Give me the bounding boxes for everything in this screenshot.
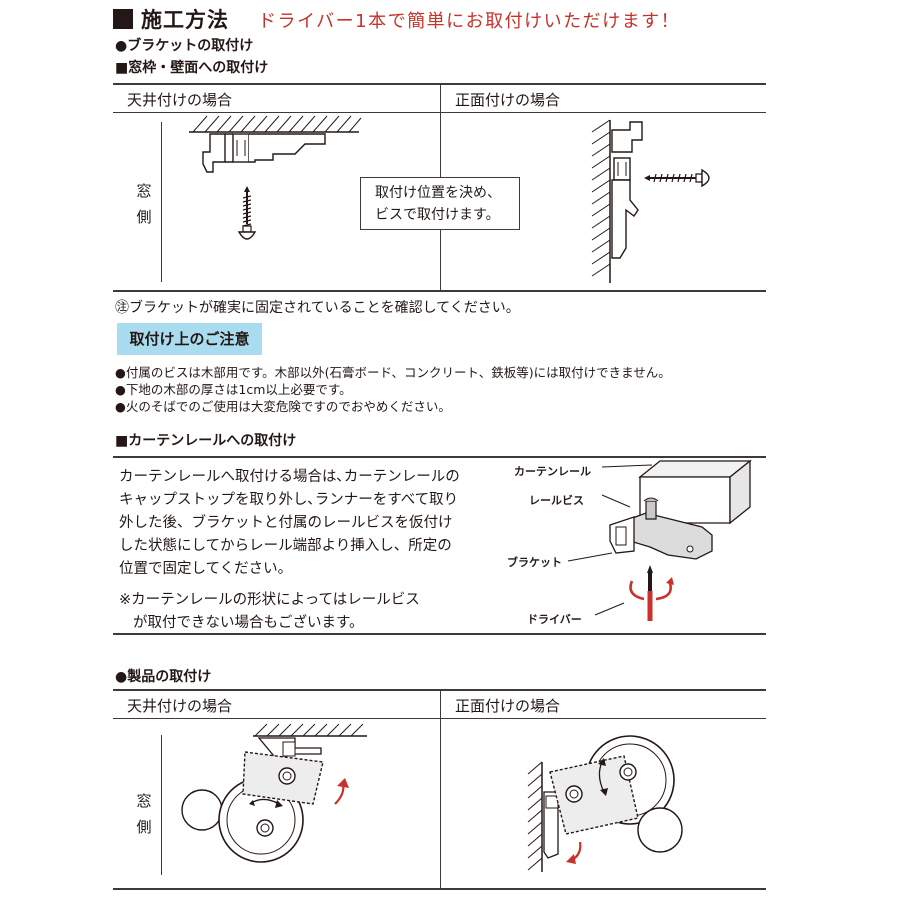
rail-paragraph: カーテンレールへ取付ける場合は､カーテンレールの キャップストップを取り外し､ラ… (119, 469, 460, 577)
table2-top-border (113, 689, 766, 691)
table1-window-side-label: 窓 側 (136, 182, 152, 226)
rail-remark: ※カーテンレールの形状によってはレールビス が取付できない場合もございます。 (119, 592, 420, 631)
product-heading: ●製品の取付け (115, 669, 212, 685)
title-square-icon (113, 9, 133, 29)
bracket-heading: ●ブラケットの取付け (115, 38, 254, 54)
label-rail-screw: レールビス (529, 494, 584, 507)
table1-top-border (113, 83, 766, 85)
rail-bracket-illustration (567, 459, 752, 621)
rail-heading: ■カーテンレールへの取付け (115, 433, 297, 449)
install-callout-box: 取付け位置を決め、 ビスで取付けます。 (360, 177, 520, 230)
caution-item-3: ●火のそばでのご使用は大変危険ですのでおやめください。 (115, 399, 451, 414)
page-subtitle: ドライバー1本で簡単にお取付けいただけます！ (258, 11, 681, 32)
rail-bottom-border (113, 633, 766, 635)
table1-window-side-line (161, 122, 162, 282)
table2-col-front: 正面付けの場合 (455, 697, 561, 715)
table2-window-side-line (161, 735, 162, 875)
table1-col-ceiling: 天井付けの場合 (127, 91, 233, 109)
rail-top-border (113, 456, 766, 458)
table2-col-ceiling: 天井付けの場合 (127, 697, 233, 715)
ceiling-product-illustration (181, 723, 367, 863)
table1-bottom-border (113, 290, 766, 292)
table1-header-divider (113, 112, 766, 113)
table2-bottom-border (113, 888, 766, 890)
page-title: 施工方法 (141, 8, 229, 32)
label-driver: ドライバー (527, 613, 582, 626)
caution-item-1: ●付属のビスは木部用です。木部以外(石膏ボード、コンクリート、鉄板等)には取付け… (115, 365, 671, 380)
caution-badge: 取付け上のご注意 (117, 323, 262, 355)
label-curtain-rail: カーテンレール (514, 465, 591, 478)
table1-col-front: 正面付けの場合 (455, 91, 561, 109)
bracket-note: ㊟ブラケットが確実に固定されていることを確認してください。 (115, 300, 520, 316)
ceiling-bracket-illustration (189, 115, 362, 240)
bracket-subheading: ■窓枠・壁面への取付け (115, 60, 269, 76)
front-bracket-illustration (591, 119, 710, 283)
front-product-illustration (527, 735, 683, 872)
table2-header-divider (113, 718, 766, 719)
table2-column-divider (440, 689, 441, 889)
label-bracket: ブラケット (507, 556, 562, 569)
caution-item-2: ●下地の木部の厚さは1cm以上必要です。 (115, 382, 352, 397)
table2-window-side-label: 窓 側 (136, 792, 152, 836)
